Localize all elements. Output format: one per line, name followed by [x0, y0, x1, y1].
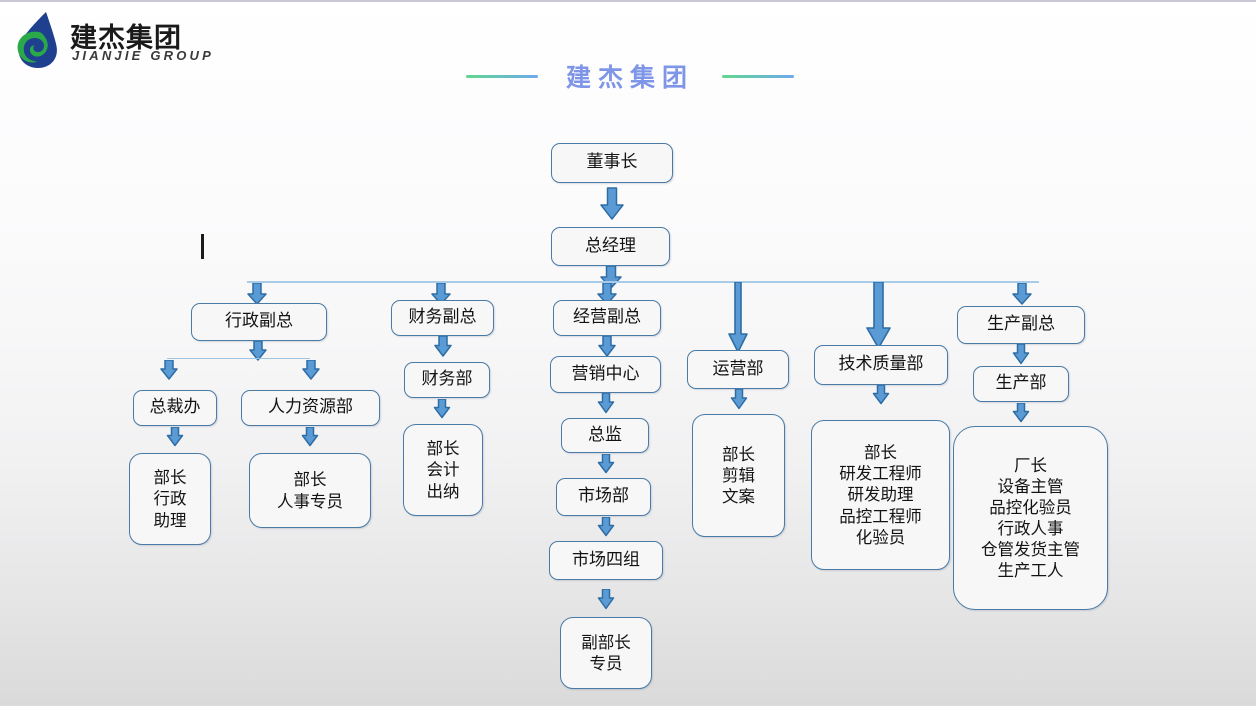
node-vp-production[interactable]: 生产副总: [957, 306, 1085, 344]
arrow-tech-quality-to-roles: [871, 385, 891, 405]
arrow-market-dept-to-group4: [596, 517, 616, 537]
text-cursor-caret: [201, 234, 204, 259]
arrow-bus-to-dept-tech-quality: [866, 282, 892, 350]
node-dept-tech-quality[interactable]: 技术质量部: [814, 345, 948, 385]
arrow-director-to-market-dept: [596, 454, 616, 474]
title-rule-left-icon: [465, 74, 538, 78]
connector-admin-bus-right: [258, 358, 310, 360]
node-general-manager[interactable]: 总经理: [551, 227, 670, 266]
company-logo: 建杰集团 JIANJIE GROUP: [8, 8, 218, 70]
connector-admin-bus: [167, 358, 267, 360]
connector-bus-horizontal: [247, 281, 1039, 283]
node-vp-finance[interactable]: 财务副总: [391, 300, 494, 336]
arrow-vp-operation-to-marketing: [596, 336, 618, 358]
node-roles-president-office[interactable]: 部长 行政 助理: [129, 453, 211, 545]
arrow-bus-to-vp-admin: [245, 283, 269, 306]
node-director[interactable]: 总监: [561, 418, 649, 453]
arrow-admin-to-president-office: [158, 360, 180, 381]
slide-title-text: 建杰集团: [565, 63, 694, 92]
node-chairman[interactable]: 董事长: [551, 143, 673, 183]
arrow-president-office-to-roles: [165, 427, 185, 447]
arrow-vp-admin-down: [247, 341, 269, 362]
arrow-dept-production-to-roles: [1011, 403, 1031, 423]
node-dept-production[interactable]: 生产部: [973, 366, 1069, 402]
arrow-group4-to-roles: [596, 589, 616, 610]
node-roles-market[interactable]: 副部长 专员: [560, 617, 652, 689]
arrow-dept-finance-to-roles: [432, 399, 452, 419]
node-roles-production[interactable]: 厂长 设备主管 品控化验员 行政人事 仓管发货主管 生产工人: [953, 426, 1108, 610]
arrow-hr-to-roles: [300, 427, 320, 447]
node-vp-operation[interactable]: 经营副总: [553, 300, 661, 336]
arrow-marketing-to-director: [596, 393, 616, 414]
slide-title: 建杰集团: [440, 58, 820, 94]
slide-top-border: [0, 0, 1256, 2]
title-rule-right-icon: [722, 74, 794, 78]
node-vp-admin[interactable]: 行政副总: [191, 303, 327, 341]
node-roles-finance[interactable]: 部长 会计 出纳: [403, 424, 483, 516]
node-dept-operations[interactable]: 运营部: [687, 350, 789, 389]
logo-wordmark-cn: 建杰集团: [70, 23, 182, 54]
node-dept-finance[interactable]: 财务部: [404, 362, 490, 398]
node-market-group4[interactable]: 市场四组: [549, 541, 663, 580]
node-roles-tech-quality[interactable]: 部长 研发工程师 研发助理 品控工程师 化验员: [811, 420, 950, 570]
logo-wordmark-en: JIANJIE GROUP: [72, 48, 215, 63]
node-marketing-center[interactable]: 营销中心: [550, 356, 661, 393]
arrow-bus-to-vp-finance: [429, 283, 453, 306]
arrow-admin-to-hr: [300, 360, 322, 381]
node-dept-hr[interactable]: 人力资源部: [241, 390, 380, 426]
arrow-vp-finance-to-dept: [432, 336, 454, 358]
node-roles-operations[interactable]: 部长 剪辑 文案: [692, 414, 785, 537]
arrow-bus-to-vp-production: [1010, 283, 1034, 306]
water-drop-logo-icon: [8, 10, 70, 70]
arrow-chairman-to-gm: [597, 187, 627, 221]
node-office-president[interactable]: 总裁办: [133, 390, 217, 426]
node-roles-hr[interactable]: 部长 人事专员: [249, 453, 371, 528]
arrow-bus-to-vp-operation: [595, 283, 619, 306]
arrow-bus-to-dept-operations: [727, 282, 749, 354]
node-dept-market[interactable]: 市场部: [556, 478, 651, 516]
arrow-dept-operations-to-roles: [729, 389, 749, 410]
arrow-vp-production-to-dept: [1011, 344, 1031, 365]
